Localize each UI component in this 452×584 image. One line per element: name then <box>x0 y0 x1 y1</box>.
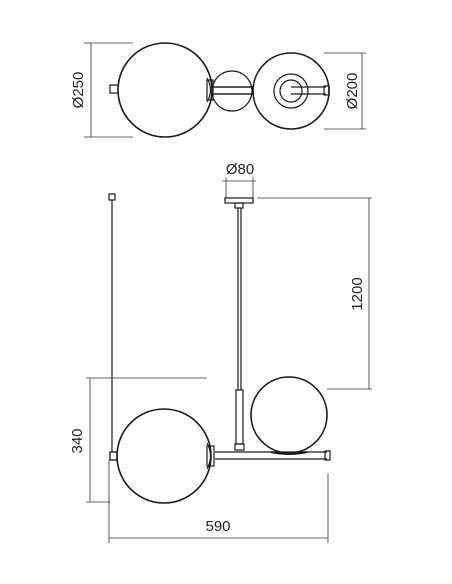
top-large-globe-socket <box>206 79 214 101</box>
top-large-globe <box>117 42 213 138</box>
top-view: Ø250 Ø200 <box>70 42 366 138</box>
top-large-diameter-label: Ø250 <box>70 72 87 109</box>
canopy <box>224 197 254 204</box>
top-small-diameter-label: Ø200 <box>344 73 361 110</box>
total-width-label: 590 <box>205 518 230 535</box>
canopy-diameter-label: Ø80 <box>226 161 254 178</box>
right-rod-joint <box>234 443 245 451</box>
right-rod-sleeve <box>235 389 244 445</box>
left-cable-top <box>108 193 116 201</box>
top-canopy-circle <box>211 70 253 112</box>
front-large-globe-left-cap <box>109 451 118 461</box>
top-small-bar-end <box>323 85 330 96</box>
front-view: Ø80 1200 340 <box>69 161 372 543</box>
front-large-globe-socket <box>206 445 215 467</box>
front-bar-end <box>324 450 331 461</box>
canopy-cap <box>234 202 244 209</box>
front-small-globe <box>250 376 328 454</box>
top-small-globe <box>252 52 330 130</box>
suspension-height-label: 1200 <box>349 277 366 310</box>
left-cable-end <box>109 451 118 461</box>
front-large-globe-collar <box>206 442 212 470</box>
top-left-nub <box>109 84 119 94</box>
top-small-globe-ring-outer <box>273 73 309 109</box>
globe-height-label: 340 <box>69 428 86 453</box>
top-small-globe-ring-inner <box>279 79 303 103</box>
front-large-globe <box>116 408 212 504</box>
